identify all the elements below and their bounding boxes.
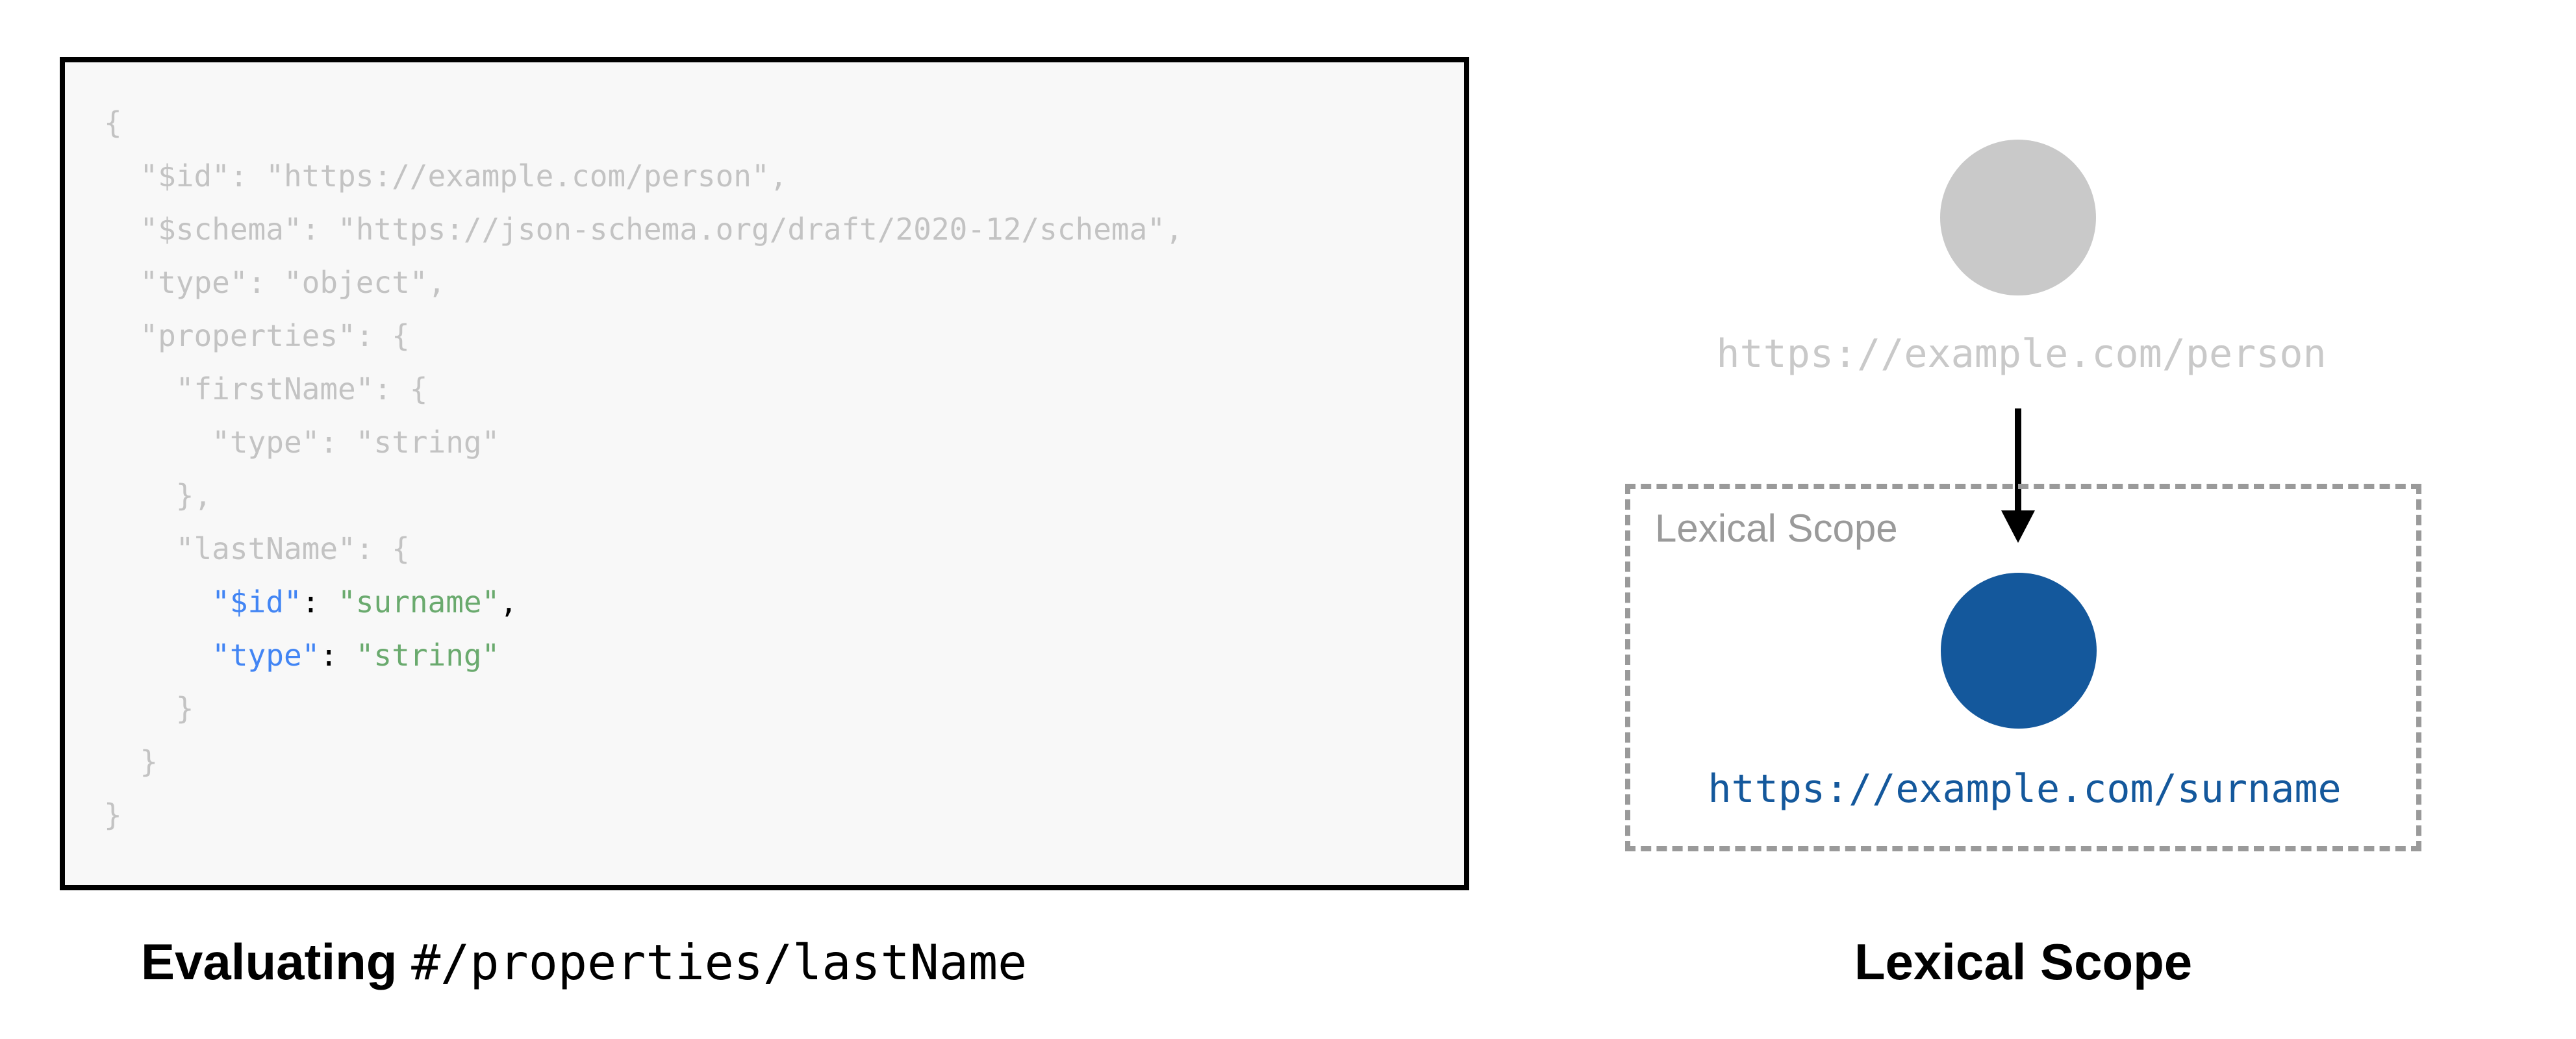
root-schema-node-label: https://example.com/person <box>1716 331 2327 377</box>
code-segment: "$id": "https://example.com/person", <box>104 158 788 194</box>
code-line: "properties": { <box>104 309 1451 362</box>
code-segment: "type" <box>212 638 320 673</box>
code-line: "firstName": { <box>104 362 1451 416</box>
code-segment: } <box>104 744 158 779</box>
code-line: "$id": "https://example.com/person", <box>104 149 1451 203</box>
arrow-down-icon <box>2001 510 2035 543</box>
code-line: } <box>104 788 1451 842</box>
scoped-schema-node-label: https://example.com/surname <box>1708 766 2342 812</box>
code-line: "type": "string" <box>104 629 1451 682</box>
evaluating-caption-pointer: #/properties/lastName <box>411 934 1028 991</box>
code-segment <box>104 584 212 620</box>
code-line: "$id": "surname", <box>104 575 1451 629</box>
code-line: { <box>104 96 1451 149</box>
resolution-arrow-shaft <box>2015 408 2021 512</box>
code-line: "lastName": { <box>104 522 1451 575</box>
code-line: } <box>104 682 1451 735</box>
code-segment: "$id" <box>212 584 302 620</box>
code-line: } <box>104 735 1451 788</box>
code-segment: "properties": { <box>104 318 410 353</box>
code-segment: { <box>104 105 122 140</box>
code-line: "type": "object", <box>104 256 1451 309</box>
lexical-scope-box-label: Lexical Scope <box>1655 507 1898 550</box>
lexical-scope-box: Lexical Scope <box>1625 484 2421 851</box>
code-segment: "type": "object", <box>104 265 446 300</box>
code-segment <box>104 638 212 673</box>
code-line: }, <box>104 469 1451 522</box>
code-segment: "surname" <box>338 584 500 620</box>
code-segment: "$schema": "https://json-schema.org/draf… <box>104 212 1183 247</box>
schema-code-panel: { "$id": "https://example.com/person", "… <box>60 57 1469 890</box>
evaluating-caption-prefix: Evaluating <box>141 933 398 990</box>
code-lines: { "$id": "https://example.com/person", "… <box>104 96 1451 842</box>
code-segment: "firstName": { <box>104 371 428 407</box>
code-segment: "lastName": { <box>104 531 410 566</box>
code-line: "type": "string" <box>104 416 1451 469</box>
lexical-scope-caption: Lexical Scope <box>1854 933 2193 990</box>
code-segment: : <box>320 638 356 673</box>
caption-space <box>397 933 411 990</box>
code-segment: }, <box>104 478 212 513</box>
code-segment: "type": "string" <box>104 425 500 460</box>
code-segment: "string" <box>355 638 500 673</box>
root-schema-node-circle <box>1940 140 2096 295</box>
code-segment: } <box>104 691 194 726</box>
code-segment: : <box>301 584 338 620</box>
code-line: "$schema": "https://json-schema.org/draf… <box>104 203 1451 256</box>
code-segment: } <box>104 797 122 832</box>
code-segment: , <box>499 584 518 620</box>
scoped-schema-node-circle <box>1941 573 2097 729</box>
evaluating-caption: Evaluating #/properties/lastName <box>141 933 1027 992</box>
